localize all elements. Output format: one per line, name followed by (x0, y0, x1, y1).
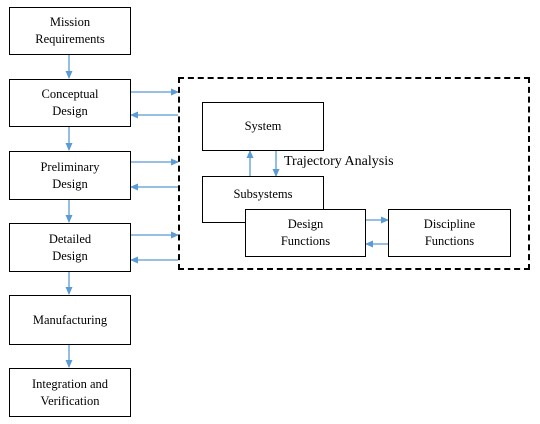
conceptual-design-box: Conceptual Design (9, 79, 131, 127)
discipline-functions-box: Discipline Functions (388, 209, 511, 257)
system-box: System (202, 102, 324, 151)
trajectory-analysis-label: Trajectory Analysis (284, 154, 394, 169)
integration-verification-box: Integration and Verification (9, 368, 131, 417)
mission-requirements-box: Mission Requirements (9, 7, 131, 55)
detailed-design-box: Detailed Design (9, 223, 131, 272)
preliminary-design-box: Preliminary Design (9, 151, 131, 200)
manufacturing-box: Manufacturing (9, 295, 131, 345)
design-functions-box: Design Functions (245, 209, 366, 257)
analysis-container (178, 77, 530, 270)
